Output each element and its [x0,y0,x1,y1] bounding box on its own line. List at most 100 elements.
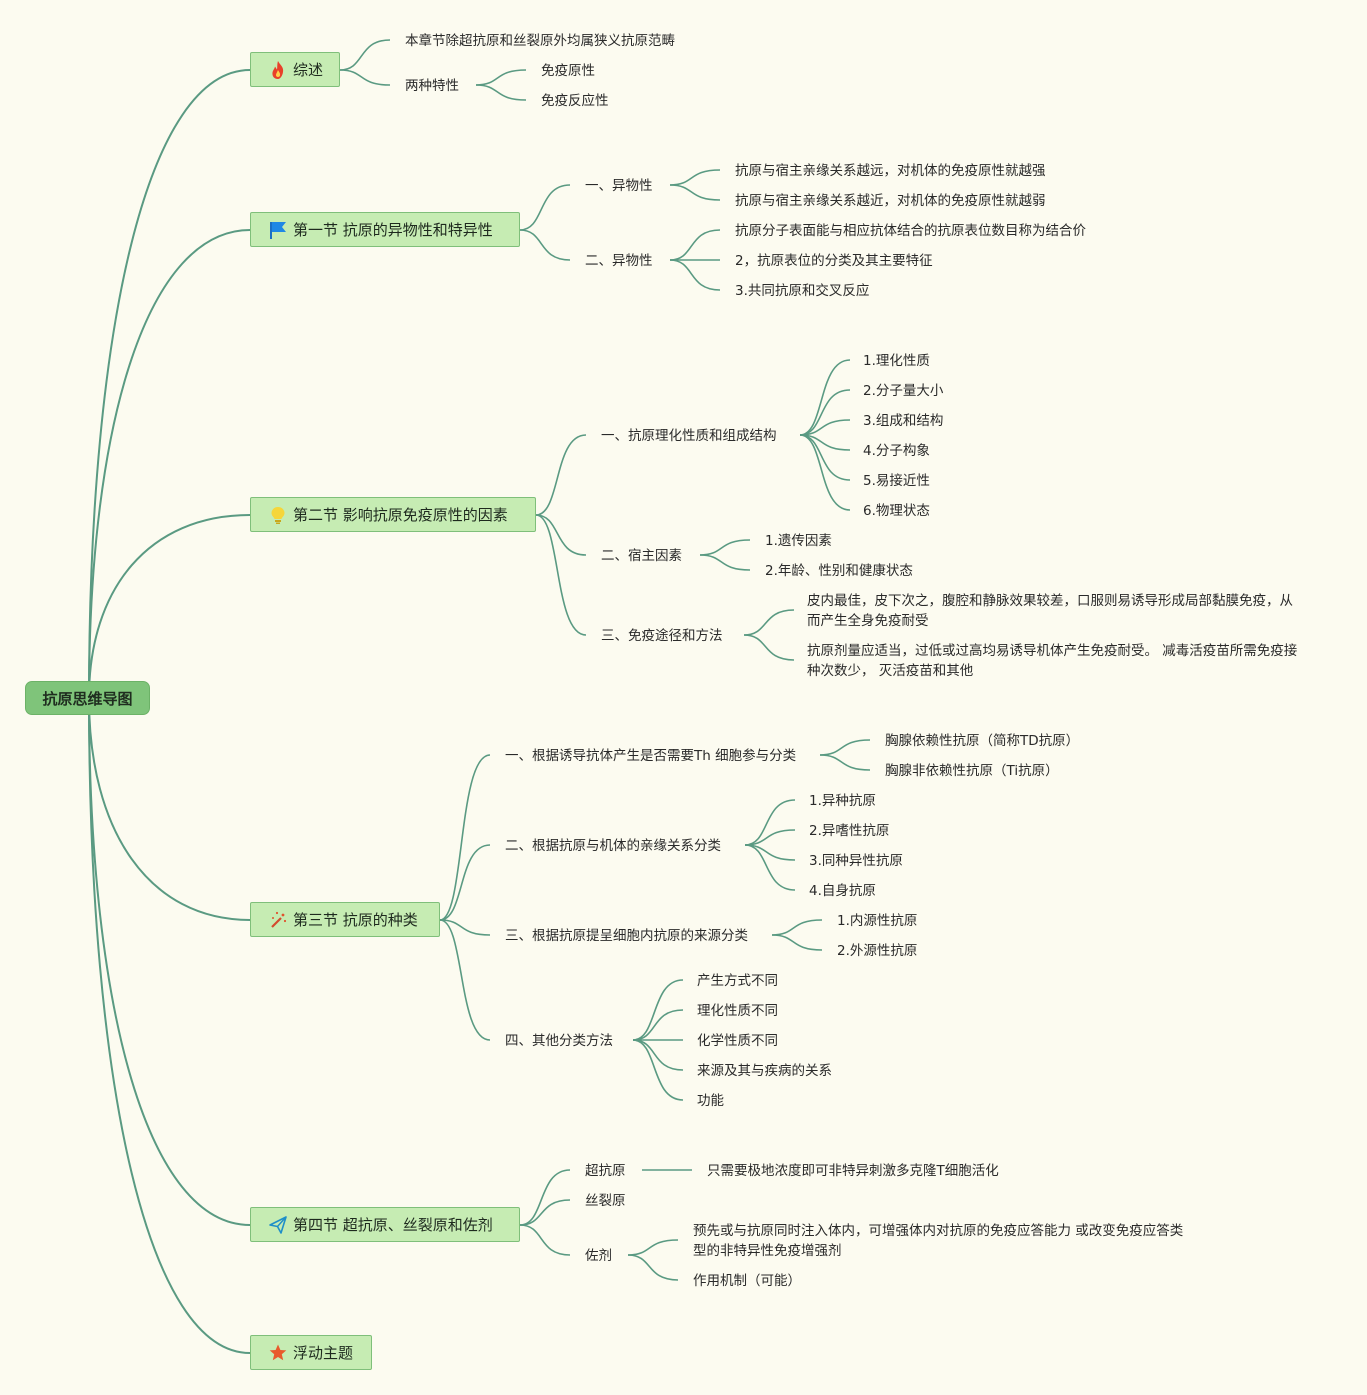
connector-line [669,229,721,261]
topic-node[interactable]: 3.组成和结构 [863,413,944,429]
connector-line [439,919,491,936]
topic-node[interactable]: 1.异种抗原 [809,793,876,809]
connector-line [88,697,251,1354]
topic-node[interactable]: 抗原剂量应适当，过低或过高均易诱导机体产生免疫耐受。 减毒活疫苗所需免疫接种次数… [807,643,1298,679]
topic-node[interactable]: 免疫反应性 [541,93,609,109]
connector-line [819,739,871,756]
connector-line [519,1224,571,1256]
topic-node[interactable]: 1.遗传因素 [765,533,832,549]
topic-node[interactable]: 产生方式不同 [697,973,778,989]
topic-node[interactable]: 4.分子构象 [863,443,930,459]
topic-node[interactable]: 两种特性 [405,78,459,94]
section-1[interactable]: 第一节 抗原的异物性和特异性 [250,212,520,247]
connector-line [819,754,871,771]
topic-node[interactable]: 四、其他分类方法 [505,1033,613,1049]
connector-line [339,69,391,86]
topic-node[interactable]: 免疫原性 [541,63,595,79]
topic-node[interactable]: 只需要极地浓度即可非特异刺激多克隆T细胞活化 [707,1163,999,1179]
section-4[interactable]: 第四节 超抗原、丝裂原和佐剂 [250,1207,520,1242]
topic-node[interactable]: 一、根据诱导抗体产生是否需要Th 细胞参与分类 [505,748,797,764]
connector-line [439,844,491,921]
topic-node[interactable]: 胸腺依赖性抗原（简称TD抗原） [885,733,1080,749]
topic-node[interactable]: 1.理化性质 [863,353,930,369]
topic-node[interactable]: 丝裂原 [585,1193,626,1209]
topic-node[interactable]: 1.内源性抗原 [837,913,918,929]
connector-line [519,1169,571,1226]
connector-line [627,1239,679,1256]
connector-line [475,69,527,86]
section-overview[interactable]: 综述 [250,52,340,87]
connector-line [519,184,571,231]
connector-line [632,1009,684,1041]
topic-node[interactable]: 3.共同抗原和交叉反应 [735,283,870,299]
connector-line [799,434,851,511]
connector-line [771,919,823,936]
topic-node[interactable]: 二、宿主因素 [601,548,682,564]
section-label: 第二节 影响抗原免疫原性的因素 [293,506,508,524]
topic-node[interactable]: 皮内最佳，皮下次之，腹腔和静脉效果较差，口服则易诱导形成局部黏膜免疫，从而产生全… [807,593,1293,629]
section-label: 第四节 超抗原、丝裂原和佐剂 [293,1216,493,1234]
star-icon [267,1342,289,1364]
fire-icon [267,59,289,81]
connector-line [799,389,851,436]
connector-line [632,979,684,1041]
topic-node[interactable]: 2.外源性抗原 [837,943,918,959]
topic-node[interactable]: 抗原分子表面能与相应抗体结合的抗原表位数目称为结合价 [735,223,1086,239]
connector-line [799,359,851,436]
topic-node[interactable]: 来源及其与疾病的关系 [697,1063,832,1079]
connector-line [535,434,587,516]
connector-line [743,609,795,636]
topic-node[interactable]: 超抗原 [585,1163,626,1179]
topic-node[interactable]: 二、异物性 [585,253,653,269]
topic-node[interactable]: 二、根据抗原与机体的亲缘关系分类 [505,838,721,854]
topic-node[interactable]: 一、抗原理化性质和组成结构 [601,428,777,444]
topic-node[interactable]: 2.异嗜性抗原 [809,823,890,839]
topic-node[interactable]: 本章节除超抗原和丝裂原外均属狭义抗原范畴 [405,33,675,49]
connector-line [744,799,796,846]
topic-node[interactable]: 3.同种异性抗原 [809,853,903,869]
connector-line [88,69,251,699]
topic-node[interactable]: 6.物理状态 [863,503,930,519]
connector-line [439,919,491,1041]
connector-line [88,229,251,699]
topic-node[interactable]: 5.易接近性 [863,473,930,489]
topic-node[interactable]: 佐剂 [585,1248,612,1264]
topic-node[interactable]: 2.年龄、性别和健康状态 [765,563,913,579]
connector-line [88,697,251,1226]
topic-node[interactable]: 理化性质不同 [697,1003,778,1019]
topic-node[interactable]: 一、异物性 [585,178,653,194]
connector-line [627,1254,679,1281]
topic-node[interactable]: 预先或与抗原同时注入体内，可增强体内对抗原的免疫应答能力 或改变免疫应答类型的非… [693,1223,1184,1259]
topic-node[interactable]: 2，抗原表位的分类及其主要特征 [735,253,933,269]
topic-node[interactable]: 2.分子量大小 [863,383,944,399]
connector-line [669,184,721,201]
section-label: 第一节 抗原的异物性和特异性 [293,221,493,239]
topic-node[interactable]: 功能 [697,1093,724,1109]
connector-line [339,39,391,71]
topic-node[interactable]: 三、根据抗原提呈细胞内抗原的来源分类 [505,928,748,944]
connector-line [743,634,795,661]
connector-line [669,259,721,291]
topic-node[interactable]: 作用机制（可能） [693,1273,801,1289]
flag-icon [267,219,289,241]
topic-node[interactable]: 化学性质不同 [697,1033,778,1049]
section-floating[interactable]: 浮动主题 [250,1335,372,1370]
section-3[interactable]: 第三节 抗原的种类 [250,902,440,937]
paper-plane-icon [267,1214,289,1236]
topic-node[interactable]: 三、免疫途径和方法 [601,628,723,644]
connector-line [535,514,587,636]
topic-node[interactable]: 胸腺非依赖性抗原（Ti抗原） [885,763,1059,779]
connector-line [535,514,587,556]
root-topic[interactable]: 抗原思维导图 [25,681,150,715]
connector-line [632,1039,684,1071]
section-2[interactable]: 第二节 影响抗原免疫原性的因素 [250,497,536,532]
topic-node[interactable]: 抗原与宿主亲缘关系越远，对机体的免疫原性就越强 [735,163,1046,179]
topic-node[interactable]: 抗原与宿主亲缘关系越近，对机体的免疫原性就越弱 [735,193,1046,209]
connector-line [519,1199,571,1226]
section-label: 浮动主题 [293,1344,354,1362]
topic-node[interactable]: 4.自身抗原 [809,883,876,899]
section-label: 综述 [293,61,324,79]
connector-line [744,844,796,891]
connector-line [771,934,823,951]
